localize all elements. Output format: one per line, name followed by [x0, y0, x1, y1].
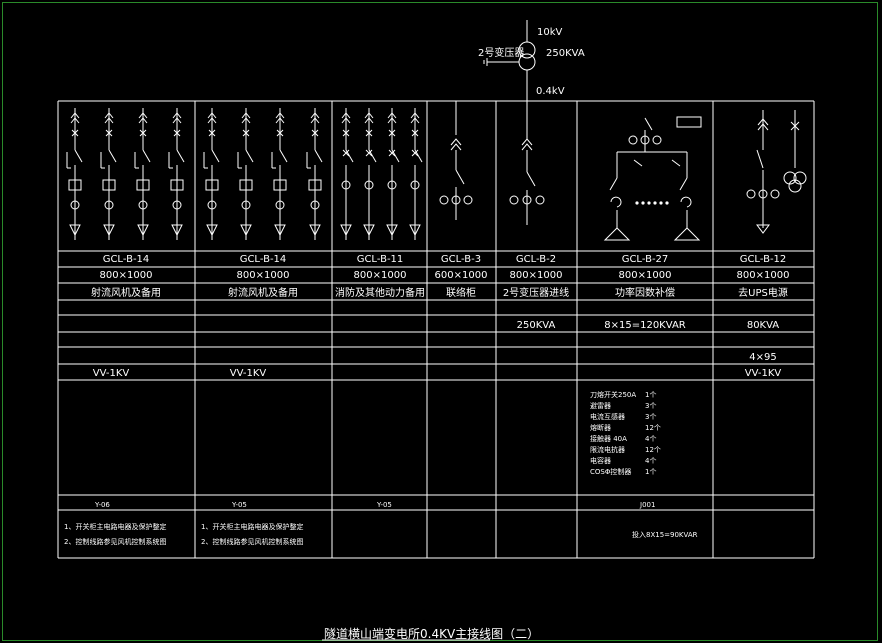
- panel-size: 600×1000: [435, 270, 488, 281]
- feeder-circuit-symbol: [409, 108, 423, 240]
- ups-panel-symbol: [746, 110, 807, 234]
- panel-note: 1、开关柜主电路电器及保护整定: [64, 522, 166, 531]
- panel-cable-type: VV-1KV: [93, 368, 130, 379]
- feeder-circuit-symbol: [340, 108, 354, 240]
- feeder-circuit-symbol: [386, 108, 400, 240]
- panel-capacity: 250KVA: [517, 320, 556, 331]
- tie-panel-symbol: [439, 101, 473, 220]
- panel-note: 1、开关柜主电路电器及保护整定: [201, 522, 303, 531]
- feeder-circuit-symbol: [237, 108, 254, 240]
- panel-model: GCL-B-27: [622, 254, 669, 265]
- panel-capacity: 8×15=120KVAR: [604, 320, 686, 331]
- panel-purpose: 射流风机及备用: [228, 286, 298, 299]
- panel-circuit-code: J001: [639, 501, 655, 509]
- lv-label: 0.4kV: [536, 86, 565, 97]
- equipment-qty: 12个: [645, 446, 661, 454]
- panel-circuit-code: Y-05: [376, 501, 392, 509]
- equipment-name: COSΦ控制器: [590, 467, 631, 476]
- equipment-name: 电流互感器: [590, 412, 625, 421]
- feeder-circuit-symbol: [168, 108, 185, 240]
- equipment-qty: 3个: [645, 413, 656, 421]
- incomer-panel-symbol: [509, 101, 545, 225]
- panel-model: GCL-B-3: [441, 254, 481, 265]
- hv-label: 10kV: [537, 27, 563, 38]
- panel-circuit-code: Y-05: [231, 501, 247, 509]
- feeder-circuit-symbol: [66, 108, 83, 240]
- equipment-qty: 4个: [645, 457, 656, 465]
- panel-purpose: 消防及其他动力备用: [335, 286, 425, 299]
- panel-size: 800×1000: [737, 270, 790, 281]
- panel-capacity: 80KVA: [747, 320, 779, 331]
- equipment-qty: 1个: [645, 391, 656, 399]
- panel-purpose: 联络柜: [446, 286, 476, 299]
- transformer-symbol: [483, 20, 536, 101]
- panel-circuit-code: Y-06: [94, 501, 110, 509]
- feeder-circuit-symbol: [271, 108, 288, 240]
- capacitor-panel-symbol: [603, 116, 702, 241]
- feeder-circuit-symbol: [100, 108, 117, 240]
- equipment-name: 避雷器: [590, 401, 611, 410]
- panel-model: GCL-B-14: [103, 254, 150, 265]
- transformer-rating: 250KVA: [546, 48, 585, 59]
- panel-note: 2、控制线路参见风机控制系统图: [64, 537, 166, 546]
- panel-cable-type: VV-1KV: [745, 368, 782, 379]
- feeder-circuit-symbol: [306, 108, 323, 240]
- panel-table-grid: [57, 100, 815, 559]
- equipment-name: 熔断器: [590, 423, 611, 432]
- panel-note: 2、控制线路参见风机控制系统图: [201, 537, 303, 546]
- panel-model: GCL-B-14: [240, 254, 287, 265]
- equipment-qty: 3个: [645, 402, 656, 410]
- equipment-qty: 4个: [645, 435, 656, 443]
- panel-model: GCL-B-11: [357, 254, 404, 265]
- panel-model: GCL-B-12: [740, 254, 787, 265]
- capacitor-dots: [635, 201, 669, 205]
- panel-purpose: 去UPS电源: [738, 286, 788, 299]
- panel-purpose: 射流风机及备用: [91, 286, 161, 299]
- panel-size: 800×1000: [354, 270, 407, 281]
- panel-note: 投入8X15=90KVAR: [632, 530, 698, 539]
- panel-size: 800×1000: [237, 270, 290, 281]
- panel-cable-type: VV-1KV: [230, 368, 267, 379]
- panel-model: GCL-B-2: [516, 254, 556, 265]
- feeder-circuit-symbol: [363, 108, 377, 240]
- panel-purpose: 功率因数补偿: [615, 286, 675, 299]
- feeder-circuit-symbol: [134, 108, 151, 240]
- equipment-name: 限流电抗器: [590, 445, 625, 454]
- equipment-name: 刀熔开关250A: [590, 390, 636, 399]
- transformer-name: 2号变压器: [478, 46, 524, 59]
- panel-purpose: 2号变压器进线: [503, 286, 569, 299]
- feeder-circuit-symbol: [203, 108, 220, 240]
- equipment-qty: 1个: [645, 468, 656, 476]
- panel-size: 800×1000: [100, 270, 153, 281]
- equipment-name: 电容器: [590, 456, 611, 465]
- panel-size: 800×1000: [510, 270, 563, 281]
- panel-size: 800×1000: [619, 270, 672, 281]
- equipment-name: 接触器 40A: [590, 434, 627, 443]
- drawing-title: 隧道横山端变电所0.4KV主接线图（二）: [324, 626, 539, 641]
- equipment-qty: 12个: [645, 424, 661, 432]
- panel-cable-size: 4×95: [749, 352, 776, 363]
- feeder-symbols: [66, 108, 423, 240]
